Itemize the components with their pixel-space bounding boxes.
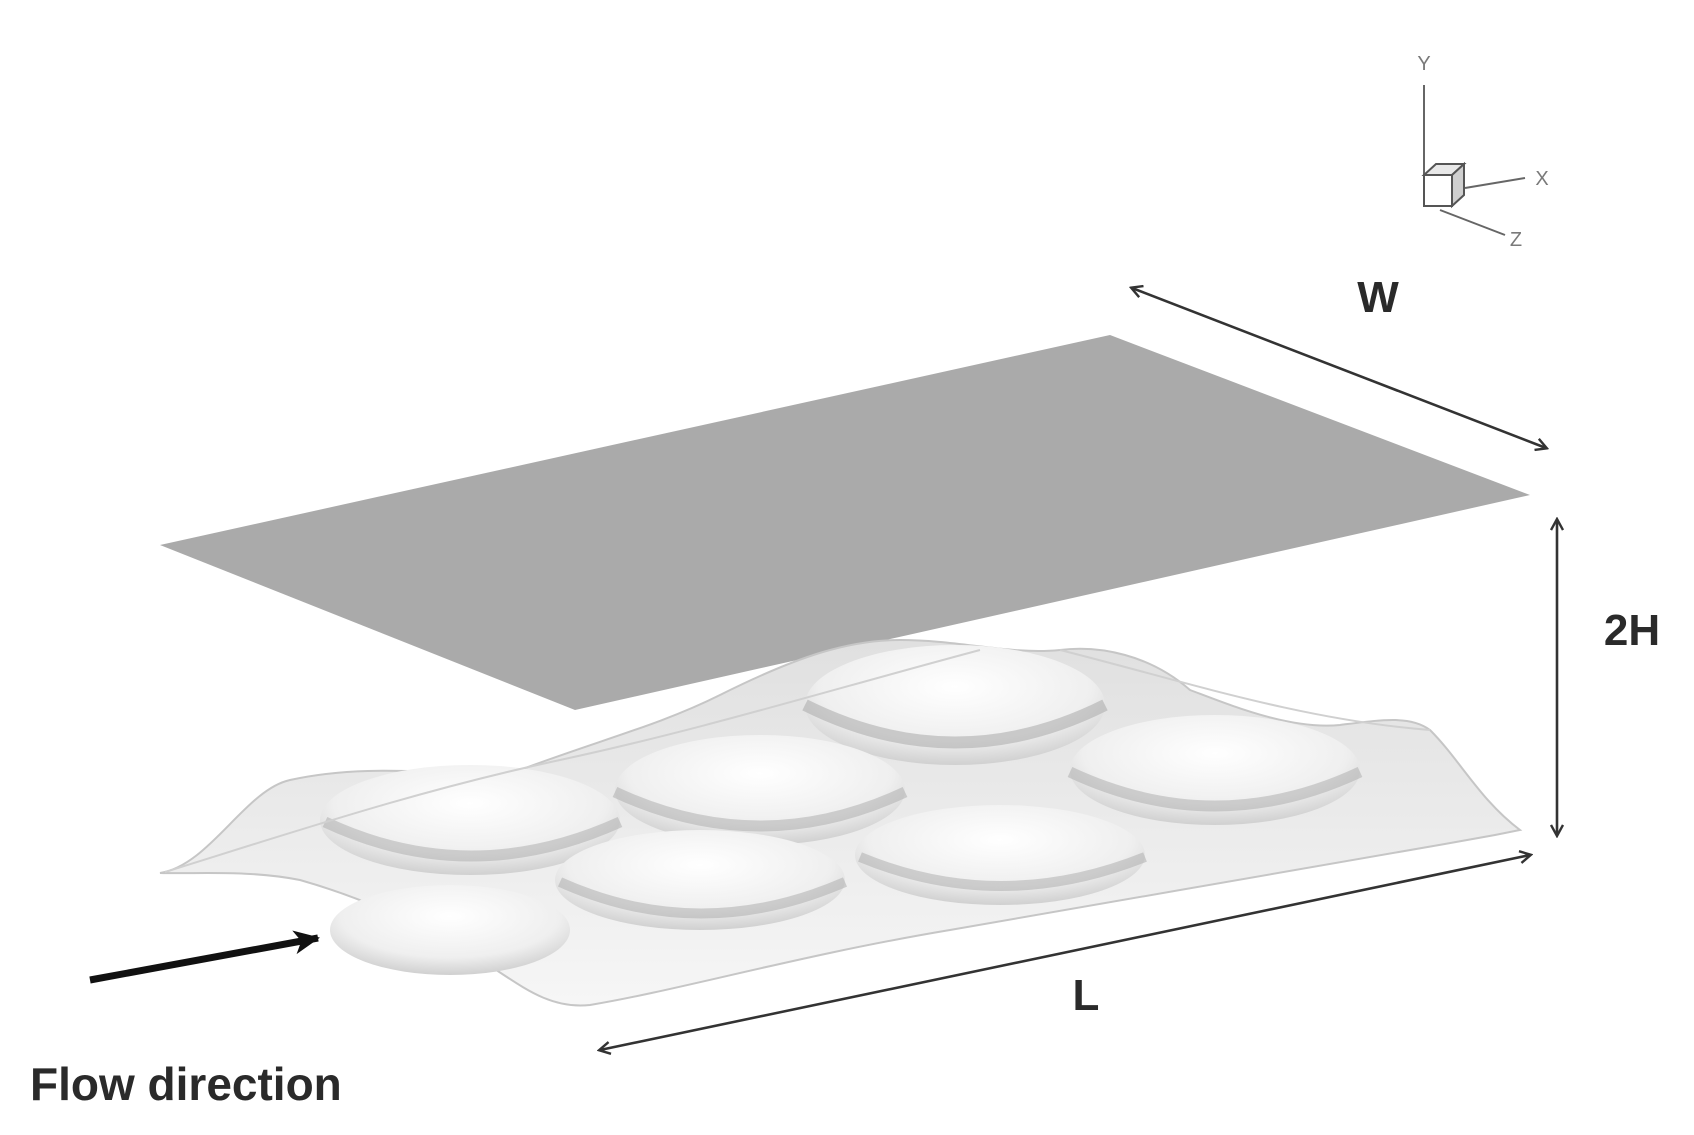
dimple (330, 885, 570, 975)
z-axis-label: Z (1510, 229, 1522, 251)
x-axis-label: X (1535, 168, 1548, 190)
y-axis-label: Y (1417, 53, 1430, 75)
length-dimension-arrow (600, 855, 1530, 1050)
flow-direction-arrow (89, 930, 320, 984)
surface-ridge (1059, 649, 1431, 731)
dimple-shadow (1067, 767, 1363, 812)
length-label: L (1073, 971, 1100, 1020)
height-label: 2H (1604, 606, 1660, 655)
wavy-bottom-surface (159, 638, 1523, 1007)
width-dimension-arrow (1132, 288, 1546, 448)
axis-cube-front (1423, 174, 1453, 207)
width-label: W (1357, 273, 1399, 322)
dimple-shadow (802, 699, 1108, 749)
dimple-shadow (612, 787, 908, 832)
surface-ridge (164, 649, 981, 873)
z-axis-line (1439, 209, 1506, 236)
flow-direction-label: Flow direction (30, 1058, 342, 1110)
x-axis-line (1464, 177, 1526, 189)
dimple-shadow (322, 816, 623, 862)
axis-triad: Y X Z (1417, 53, 1548, 251)
axis-cube-side (1451, 161, 1465, 209)
